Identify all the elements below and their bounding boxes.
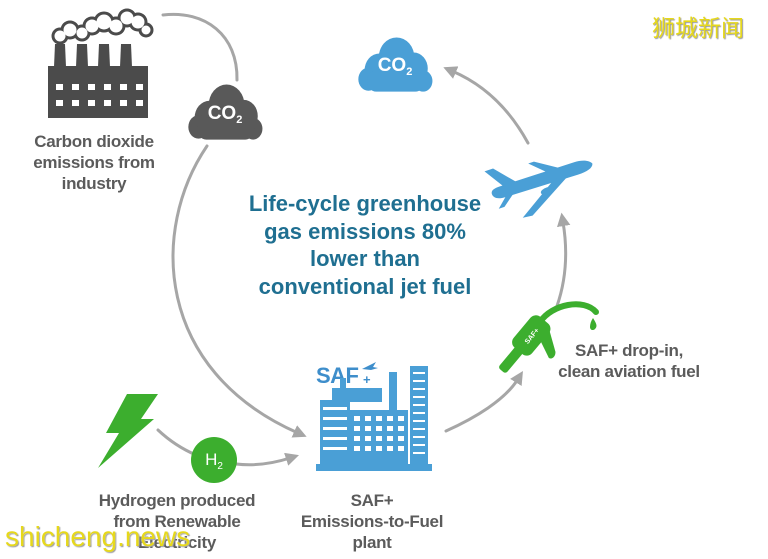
statement-line: lower than [309, 246, 420, 271]
plant-upper-block [332, 388, 382, 402]
label-line: Carbon dioxide [34, 132, 154, 151]
label-line: from Renewable [113, 512, 241, 531]
plant-windows [354, 416, 404, 456]
airplane-near-wing [522, 174, 570, 218]
formula-symbol: CO [378, 55, 407, 76]
label-line: plant [352, 533, 392, 552]
hydrogen-badge: H2 [191, 437, 237, 483]
factory-chimneys [54, 44, 132, 67]
watermark-bottom: shicheng.news [5, 521, 191, 552]
smoke-puff [76, 27, 88, 39]
smoke-puff [63, 23, 77, 37]
industrial-plant-icon [316, 366, 432, 471]
plant-logo-text: SAF [316, 363, 359, 388]
airplane-stabilizer [498, 192, 515, 209]
airplane-tail-fin [484, 168, 518, 187]
flow-arrows [156, 12, 571, 467]
co2-captured-formula: CO2 [208, 103, 243, 126]
label-line: Electricity [138, 533, 216, 552]
factory-windows [56, 84, 143, 106]
co2-released: CO2 [358, 37, 433, 92]
plant-label: SAF+ Emissions-to-Fuel plant [282, 490, 462, 553]
chimney [54, 44, 66, 67]
airplane-icon [484, 160, 593, 218]
formula-subscript: 2 [406, 66, 412, 78]
label-line: industry [61, 174, 127, 193]
plant-logo-plus: + [363, 372, 371, 387]
watermark-top: 狮城新闻 [652, 16, 744, 42]
label-line: clean aviation fuel [558, 362, 700, 381]
arrow-fuel-to-flight [555, 212, 571, 308]
plant-logo: SAF + [316, 362, 378, 388]
fuel-nozzle-icon: SAF+ [499, 315, 556, 373]
smoke-fill [54, 11, 151, 42]
smoke-puff [54, 30, 66, 42]
formula-symbol: H [205, 450, 217, 469]
statement-line: conventional jet fuel [258, 273, 472, 299]
co2-captured: CO2 [188, 84, 263, 140]
fuel-hose [537, 301, 599, 325]
smoke-puff [96, 14, 112, 30]
logo-plane-icon [362, 362, 378, 370]
arrow-plant-to-fuel [444, 370, 523, 433]
arrow-industry-to-co2 [161, 12, 239, 82]
co2-released-formula: CO2 [378, 55, 413, 78]
smoke-puff [141, 25, 151, 35]
hydrogen-formula: H2 [205, 450, 223, 472]
plant-thin-chimney [389, 372, 397, 412]
chimney [120, 44, 132, 67]
fuel-drop-icon [590, 318, 597, 331]
plant-small-chimney [340, 378, 346, 390]
smoke-puff [120, 11, 134, 25]
statement-line: gas emissions 80% [264, 218, 466, 244]
airplane-engine [540, 186, 555, 195]
chimney [76, 44, 88, 67]
arrow-bolt-to-hydrogen [156, 428, 198, 457]
airplane-fuselage [491, 160, 593, 199]
plant-left-stripes [323, 407, 347, 457]
statement-line: Life-cycle greenhouse [248, 191, 482, 216]
formula-subscript: 2 [217, 461, 223, 472]
arrow-flight-to-co2 [443, 66, 530, 145]
label-line: SAF+ drop-in, [574, 341, 683, 360]
fuel-label: SAF+ drop-in, clean aviation fuel [548, 340, 710, 382]
nozzle-handle [540, 329, 556, 359]
smoke-puff [131, 15, 145, 29]
smoke-puff [85, 19, 99, 33]
hydrogen-label: Hydrogen produced from Renewable Electri… [92, 490, 262, 553]
nozzle-body [512, 315, 551, 356]
industry-label: Carbon dioxide emissions from industry [14, 131, 174, 194]
lightning-bolt-icon [98, 394, 158, 468]
lifecycle-statement: Life-cycle greenhouse gas emissions 80% … [200, 190, 530, 300]
smoke-puff [109, 19, 123, 33]
fuel-pump: SAF+ [499, 301, 599, 373]
plant-base [316, 464, 432, 471]
label-line: emissions from [33, 153, 155, 172]
label-line: Hydrogen produced [98, 491, 256, 510]
arrow-hydrogen-to-plant [234, 452, 299, 467]
arrow-co2-to-plant [171, 144, 307, 438]
label-line: Emissions-to-Fuel [300, 512, 444, 531]
chimney [98, 44, 110, 67]
formula-symbol: CO [208, 103, 237, 124]
factory-icon [48, 8, 154, 118]
label-line: SAF+ [350, 491, 394, 510]
nozzle-spout [499, 345, 524, 373]
formula-subscript: 2 [236, 114, 242, 126]
hydrogen-circle [191, 437, 237, 483]
plant-tower-stripes [413, 372, 425, 460]
